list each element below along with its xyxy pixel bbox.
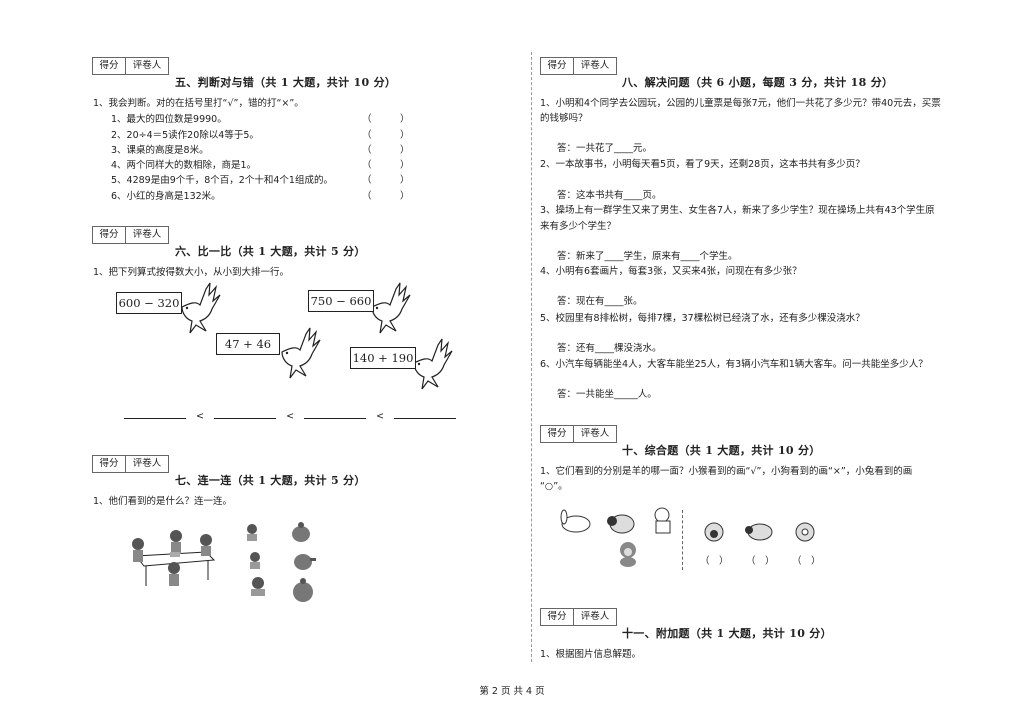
sheep-icon <box>607 514 635 534</box>
sec8-q1: 1、小明和4个同学去公园玩，公园的儿童票是每张7元，他们一共花了多少元？带40元… <box>540 98 941 109</box>
sec8-q3-cont: 来有多少个学生？ <box>540 221 617 232</box>
sec8-a4: 答：现在有____张。 <box>557 296 643 307</box>
answer-blank[interactable] <box>304 418 367 419</box>
less-than-sign: < <box>196 411 204 422</box>
sec5-item-3: 3、课桌的高度是8米。 <box>111 145 209 156</box>
sec8-q6: 6、小汽车每辆能坐4人，大客车能坐25人，有3辆小汽车和1辆大客车。问一共能坐多… <box>540 359 928 370</box>
child-figure-icon <box>247 524 257 541</box>
dove-illustration <box>181 282 221 334</box>
score-box: 得分 评卷人 <box>540 608 617 626</box>
score-box: 得分 评卷人 <box>540 57 617 75</box>
sec8-a2: 答：这本书共有____页。 <box>557 190 662 201</box>
section-11-title: 十一、附加题（共 1 大题，共计 10 分） <box>622 627 832 640</box>
score-box: 得分 评卷人 <box>540 425 617 443</box>
sec10-question: 1、它们看到的分别是羊的哪一面？小猴看到的画“√”，小狗看到的画“×”，小兔看到… <box>540 466 913 477</box>
dove-illustration <box>371 282 411 334</box>
sec8-q4: 4、小明有6套画片，每套3张，又买来4张，问现在有多少张？ <box>540 266 802 277</box>
monkey-icon <box>620 542 636 567</box>
expression-card: 47 + 46 <box>216 333 280 355</box>
answer-blank[interactable] <box>214 418 277 419</box>
score-box: 得分 评卷人 <box>92 455 169 473</box>
dog-icon <box>654 507 671 534</box>
sheep-back-view-icon <box>795 522 815 542</box>
answer-paren[interactable]: （ ） <box>362 191 410 202</box>
score-label: 得分 <box>93 456 126 472</box>
sec8-a3: 答：新来了____学生，原来有____个学生。 <box>557 251 738 262</box>
answer-paren[interactable]: （ ） <box>362 175 410 186</box>
less-than-sign: < <box>286 411 295 422</box>
section-8-title: 八、解决问题（共 6 小题，每题 3 分，共计 18 分） <box>622 76 894 89</box>
expression-card: 140 + 190 <box>350 347 416 369</box>
score-box: 得分 评卷人 <box>92 57 169 75</box>
sec6-question: 1、把下列算式按得数大小，从小到大排一行。 <box>93 267 290 278</box>
sheep-side-view-icon <box>745 523 773 541</box>
section-5-title: 五、判断对与错（共 1 大题，共计 10 分） <box>175 76 397 89</box>
sec5-item-1: 1、最大的四位数是9990。 <box>111 114 227 125</box>
score-label: 得分 <box>541 609 574 625</box>
expression-card: 750 − 660 <box>308 290 374 312</box>
answer-paren[interactable]: （ ） <box>700 556 729 567</box>
score-label: 得分 <box>541 426 574 442</box>
reviewer-label: 评卷人 <box>580 60 610 71</box>
sec8-q2: 2、一本故事书，小明每天看5页，看了9天，还剩28页，这本书共有多少页？ <box>540 159 865 170</box>
sec5-item-4: 4、两个同样大的数相除，商是1。 <box>111 160 257 171</box>
child-figure-icon <box>250 552 260 569</box>
dove-illustration <box>281 327 321 379</box>
teapot-view-icon <box>292 522 310 542</box>
score-label: 得分 <box>93 58 126 74</box>
sec5-question: 1、我会判断。对的在括号里打“√”，错的打“×”。 <box>93 98 304 109</box>
sec8-a6: 答：一共能坐_____人。 <box>557 389 657 400</box>
sec11-question: 1、根据图片信息解题。 <box>540 649 642 660</box>
score-label: 得分 <box>541 58 574 74</box>
reviewer-label: 评卷人 <box>580 611 610 622</box>
answer-paren[interactable]: （ ） <box>362 160 410 171</box>
sec5-item-2: 2、20÷4＝5读作20除以4等于5。 <box>111 130 259 141</box>
sec5-item-6: 6、小红的身高是132米。 <box>111 191 221 202</box>
child-figure-icon <box>251 577 265 596</box>
answer-paren[interactable]: （ ） <box>362 130 410 141</box>
section-7-title: 七、连一连（共 1 大题，共计 5 分） <box>175 474 366 487</box>
less-than-sign: < <box>376 411 385 422</box>
rabbit-icon <box>560 509 591 533</box>
answer-paren[interactable]: （ ） <box>362 114 410 125</box>
sheep-front-view-icon <box>704 522 724 542</box>
sec5-item-5: 5、4289是由9个千，8个百，2个十和4个1组成的。 <box>111 175 333 186</box>
score-box: 得分 评卷人 <box>92 226 169 244</box>
reviewer-label: 评卷人 <box>132 60 162 71</box>
reviewer-label: 评卷人 <box>580 428 610 439</box>
sec7-question: 1、他们看到的是什么？连一连。 <box>93 496 233 507</box>
page-number: 第 2 页 共 4 页 <box>479 686 545 697</box>
answer-blank[interactable] <box>394 418 457 419</box>
teapot-view-icon <box>294 554 316 570</box>
sec8-a1: 答：一共花了____元。 <box>557 143 653 154</box>
answer-blank[interactable] <box>124 418 186 419</box>
answer-paren[interactable]: （ ） <box>746 556 775 567</box>
sec10-question-cont: “○”。 <box>540 481 568 492</box>
sec8-q5: 5、校园里有8排松树，每排7棵，37棵松树已经浇了水，还有多少棵没浇水？ <box>540 313 865 324</box>
column-divider <box>531 52 532 662</box>
answer-paren[interactable]: （ ） <box>362 145 410 156</box>
dashed-separator <box>682 510 683 570</box>
expression-card: 600 − 320 <box>116 292 182 314</box>
section-6-title: 六、比一比（共 1 大题，共计 5 分） <box>175 245 366 258</box>
sec8-a5: 答：还有____棵没浇水。 <box>557 343 662 354</box>
reviewer-label: 评卷人 <box>132 458 162 469</box>
sec8-q3: 3、操场上有一群学生又来了男生、女生各7人，新来了多少学生？现在操场上共有43个… <box>540 205 935 216</box>
reviewer-label: 评卷人 <box>132 229 162 240</box>
section-10-title: 十、综合题（共 1 大题，共计 10 分） <box>622 444 821 457</box>
children-at-table-illustration <box>132 530 216 586</box>
score-label: 得分 <box>93 227 126 243</box>
teapot-view-icon <box>293 578 313 602</box>
ordering-line: < < < <box>124 411 457 422</box>
dove-illustration <box>413 338 453 390</box>
answer-paren[interactable]: （ ） <box>792 556 821 567</box>
sec8-q1-cont: 的钱够吗？ <box>540 113 588 124</box>
